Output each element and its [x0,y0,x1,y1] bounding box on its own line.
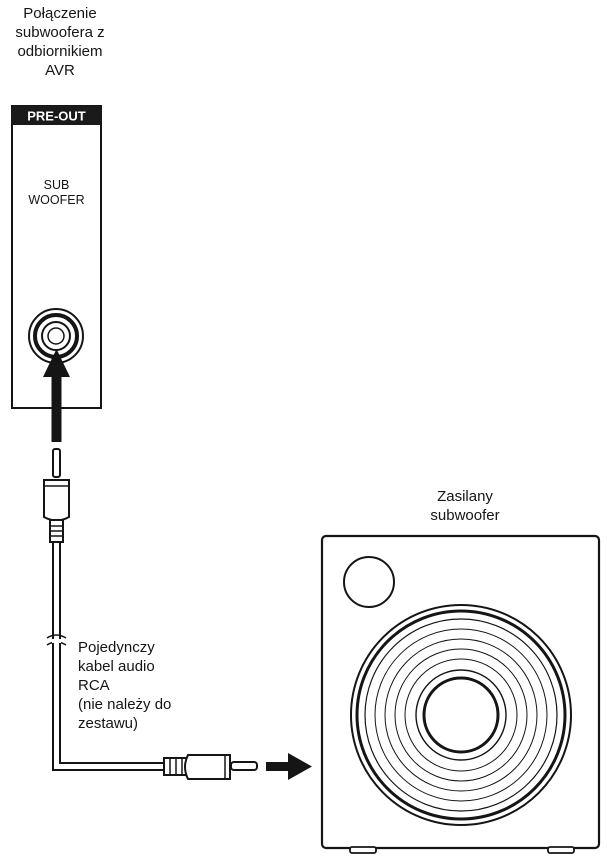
subwoofer-caption-line: Zasilany [437,488,493,505]
rca-plug-bottom [163,754,258,780]
cable-caption-line: Pojedynczy [78,639,155,656]
powered-subwoofer [320,534,601,854]
sub-jack-label-line1: SUB [44,178,70,192]
sub-out-jack [28,308,84,364]
avr-caption-line: odbiornikiem [17,43,103,60]
insert-arrow-up-icon [43,349,70,442]
woofer-driver [350,604,572,826]
sub-jack-label-line2: WOOFER [28,193,84,207]
avr-caption-line: AVR [45,62,75,79]
preout-header-label: PRE-OUT [27,109,86,124]
bass-port [343,556,395,608]
avr-caption-line: Połączenie [23,5,97,22]
subwoofer-foot [547,846,575,854]
preout-header-bar [12,106,101,125]
cable-caption-line: RCA [78,677,110,694]
subwoofer-foot [349,846,377,854]
cable-caption-line: (nie należy do [78,696,172,713]
cable-caption-line: kabel audio [78,658,155,675]
subwoofer-caption-line: subwoofer [430,507,500,524]
avr-caption-line: subwoofera z [15,24,105,41]
rca-cable [46,542,170,771]
rca-plug-top [43,448,70,543]
cable-caption: Pojedynczy kabel audio RCA (nie należy d… [78,638,238,733]
cable-caption-line: zestawu) [78,715,139,732]
avr-caption: Połączenie subwoofera z odbiornikiem AVR [0,4,120,80]
subwoofer-caption: Zasilany subwoofer [395,487,535,525]
insert-arrow-right-icon [266,753,312,780]
